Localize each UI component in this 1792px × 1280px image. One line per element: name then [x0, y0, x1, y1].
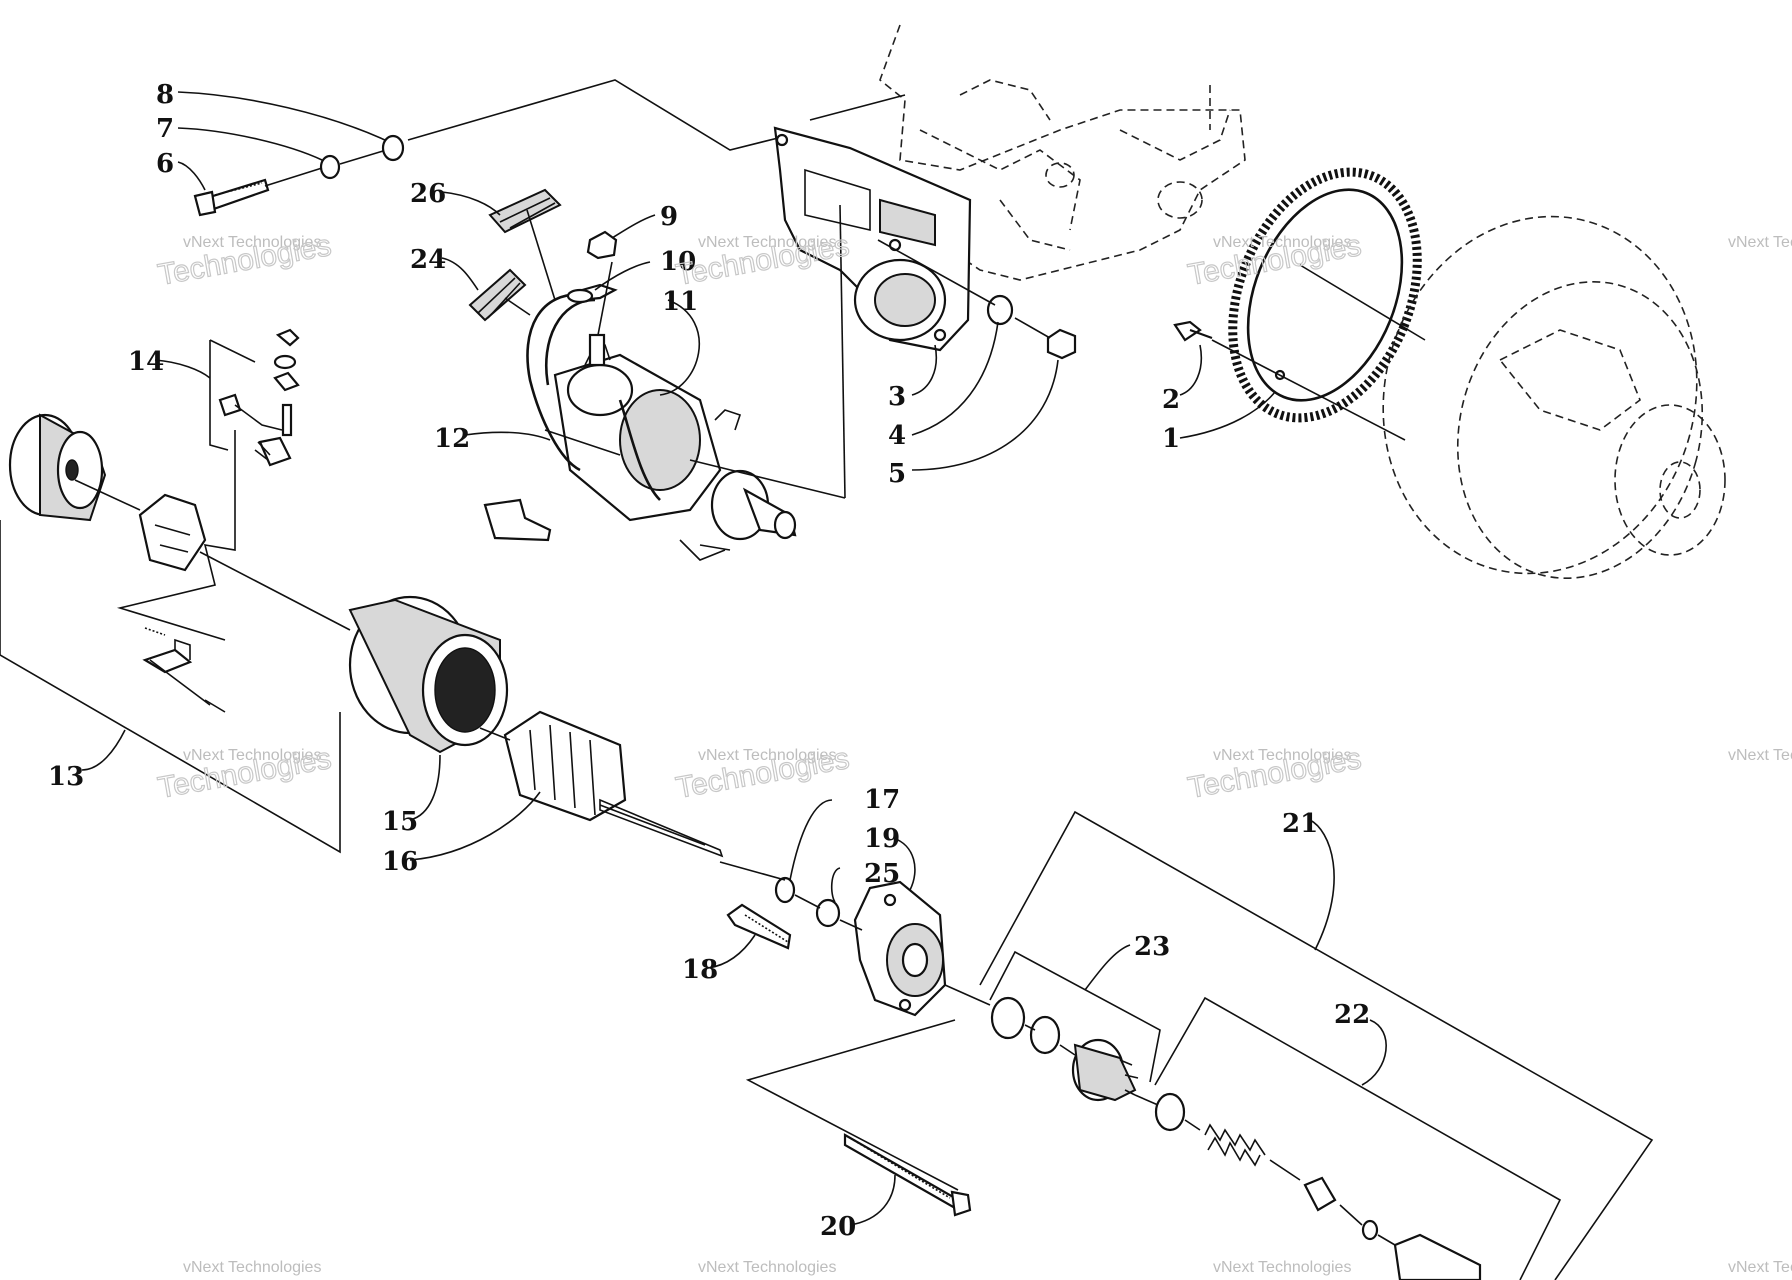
- label-16: 16: [382, 847, 418, 877]
- yoke-15: [348, 595, 509, 754]
- ring-gear: [1228, 167, 1422, 423]
- direction-arrow: [483, 498, 552, 542]
- stop-collar: [1303, 1176, 1337, 1212]
- label-20: 20: [820, 1212, 856, 1242]
- label-21: 21: [1282, 809, 1318, 839]
- bolt-6: [193, 178, 270, 217]
- label-25: 25: [864, 859, 900, 889]
- washer-4: [986, 294, 1014, 326]
- flywheel-housing: [1382, 215, 1726, 579]
- watermark-line1: vNext Technologies: [183, 747, 321, 764]
- watermarks: vNext Technologies Technologies vNext Te…: [155, 228, 1792, 1276]
- watermark-line1: vNext Technologies: [183, 234, 321, 251]
- brush-kit-14: [218, 328, 300, 467]
- bolt-18: [726, 903, 792, 950]
- washer-7: [319, 154, 341, 180]
- label-1: 1: [1162, 424, 1180, 454]
- brush-holder: [138, 493, 207, 572]
- washer-25: [815, 898, 841, 928]
- label-8: 8: [156, 80, 174, 110]
- label-10: 10: [660, 247, 696, 277]
- nut-5: [1046, 328, 1077, 360]
- washer-8: [381, 134, 405, 162]
- label-17: 17: [864, 785, 900, 815]
- label-23: 23: [1134, 932, 1170, 962]
- brush-spring: [142, 627, 226, 713]
- label-3: 3: [888, 382, 906, 412]
- label-26: 26: [410, 179, 446, 209]
- watermark-line1: vNext Technologies: [1728, 234, 1792, 251]
- washer-a: [990, 996, 1026, 1040]
- watermark-line1: vNext Technologies: [698, 234, 836, 251]
- boot-26: [488, 188, 562, 234]
- drive-housing-19: [853, 880, 947, 1017]
- label-9: 9: [660, 202, 678, 232]
- part-labels: 1 2 3 4 5 6 7 8 9 10 11 12 13 14 15 16 1…: [48, 80, 1370, 1242]
- washer-17: [774, 876, 796, 904]
- label-22: 22: [1334, 1000, 1370, 1030]
- watermark-line1: vNext Technologies: [1728, 747, 1792, 764]
- terminal-nut: [566, 230, 618, 304]
- end-cover: [8, 413, 107, 522]
- leader-lines: [0, 79, 1654, 1280]
- watermark-line1: vNext Technologies: [1213, 234, 1351, 251]
- label-5: 5: [888, 459, 906, 489]
- label-18: 18: [682, 955, 718, 985]
- watermark-line1: vNext Technologies: [183, 1259, 321, 1276]
- label-12: 12: [434, 424, 470, 454]
- watermark-line1: vNext Technologies: [1213, 747, 1351, 764]
- boot-24: [468, 268, 527, 322]
- washer-b: [1029, 1015, 1061, 1055]
- label-14: 14: [128, 347, 164, 377]
- label-4: 4: [888, 421, 906, 451]
- pinion-23: [1071, 1038, 1139, 1102]
- label-11: 11: [662, 287, 698, 317]
- collar: [1154, 1092, 1186, 1132]
- watermark-line1: vNext Technologies: [698, 747, 836, 764]
- label-2: 2: [1162, 385, 1180, 415]
- label-15: 15: [382, 807, 418, 837]
- label-6: 6: [156, 149, 174, 179]
- screw-2: [1173, 320, 1213, 342]
- label-13: 13: [48, 762, 84, 792]
- watermark-line1: vNext Technologies: [1213, 1259, 1351, 1276]
- retaining-ring: [1361, 1219, 1379, 1241]
- mounting-bracket: [773, 126, 972, 352]
- label-7: 7: [156, 114, 174, 144]
- spring-22: [1204, 1123, 1266, 1167]
- through-bolt-20: [843, 1133, 972, 1217]
- shaft-end: [1393, 1233, 1482, 1280]
- label-24: 24: [410, 245, 446, 275]
- watermark-line1: vNext Technologies: [1728, 1259, 1792, 1276]
- label-19: 19: [864, 824, 900, 854]
- watermark-line1: vNext Technologies: [698, 1259, 836, 1276]
- starter-motor-assembly: [526, 293, 797, 561]
- armature-16: [503, 710, 724, 858]
